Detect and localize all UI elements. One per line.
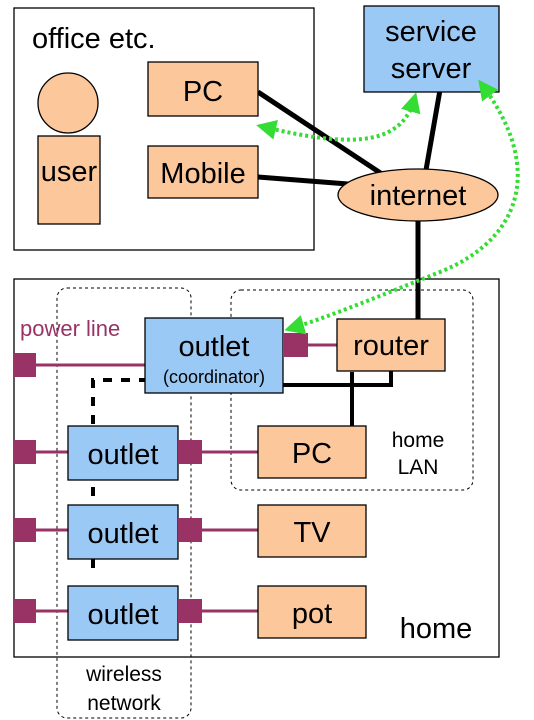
router-label: router (353, 330, 429, 362)
outlet-box-1 (67, 425, 179, 481)
plug-wall-coordinator (14, 353, 36, 377)
service-server-box (363, 5, 500, 93)
tv-box (257, 504, 367, 558)
home-pc-box (257, 425, 367, 479)
home-label: home (400, 613, 473, 645)
office-pc-box (147, 61, 259, 117)
home-box (13, 278, 500, 658)
lan-links (282, 370, 393, 427)
outlet-label-2: outlet (88, 518, 159, 550)
coordinator-outlet-sublabel: (coordinator) (163, 367, 265, 387)
office-pc-label: PC (183, 76, 223, 108)
plug-coordinator-router (284, 333, 308, 357)
tv-label: TV (293, 517, 331, 549)
arrow-server-coordinator (284, 79, 520, 335)
user-icon (37, 72, 101, 225)
mobile-box (147, 145, 259, 199)
wireless-label-1: wireless (85, 663, 162, 686)
home-lan-label-2: LAN (398, 456, 439, 479)
home-pc-label: PC (292, 438, 332, 470)
plug-outlet-2 (178, 518, 202, 542)
outlet-label-3: outlet (88, 599, 159, 631)
service-connections (256, 79, 520, 335)
power-line-label: power line (20, 316, 120, 341)
service-server-label-2: server (391, 53, 472, 85)
home-lan-label-1: home (392, 429, 445, 452)
coordinator-outlet-label: outlet (179, 331, 250, 363)
wireless-label-2: network (87, 692, 161, 715)
pot-label: pot (292, 598, 332, 630)
plug-wall-3 (14, 599, 36, 623)
plug-wall-1 (14, 440, 36, 464)
plug-wall-2 (14, 518, 36, 542)
power-plugs (14, 333, 308, 623)
outlet-box-3 (67, 585, 179, 641)
user-label: user (41, 156, 98, 188)
plug-outlet-3 (178, 599, 202, 623)
plug-outlet-1 (178, 440, 202, 464)
outlet-box-2 (67, 504, 179, 560)
outlet-label-1: outlet (88, 439, 159, 471)
power-lines (30, 343, 337, 613)
wireless-network-region (56, 287, 192, 719)
mobile-label: Mobile (160, 158, 245, 190)
office-label: office etc. (32, 23, 156, 55)
pot-box (257, 585, 367, 639)
internet-label: internet (370, 180, 467, 212)
service-server-label-1: service (385, 16, 477, 48)
coordinator-outlet-box (144, 317, 284, 394)
